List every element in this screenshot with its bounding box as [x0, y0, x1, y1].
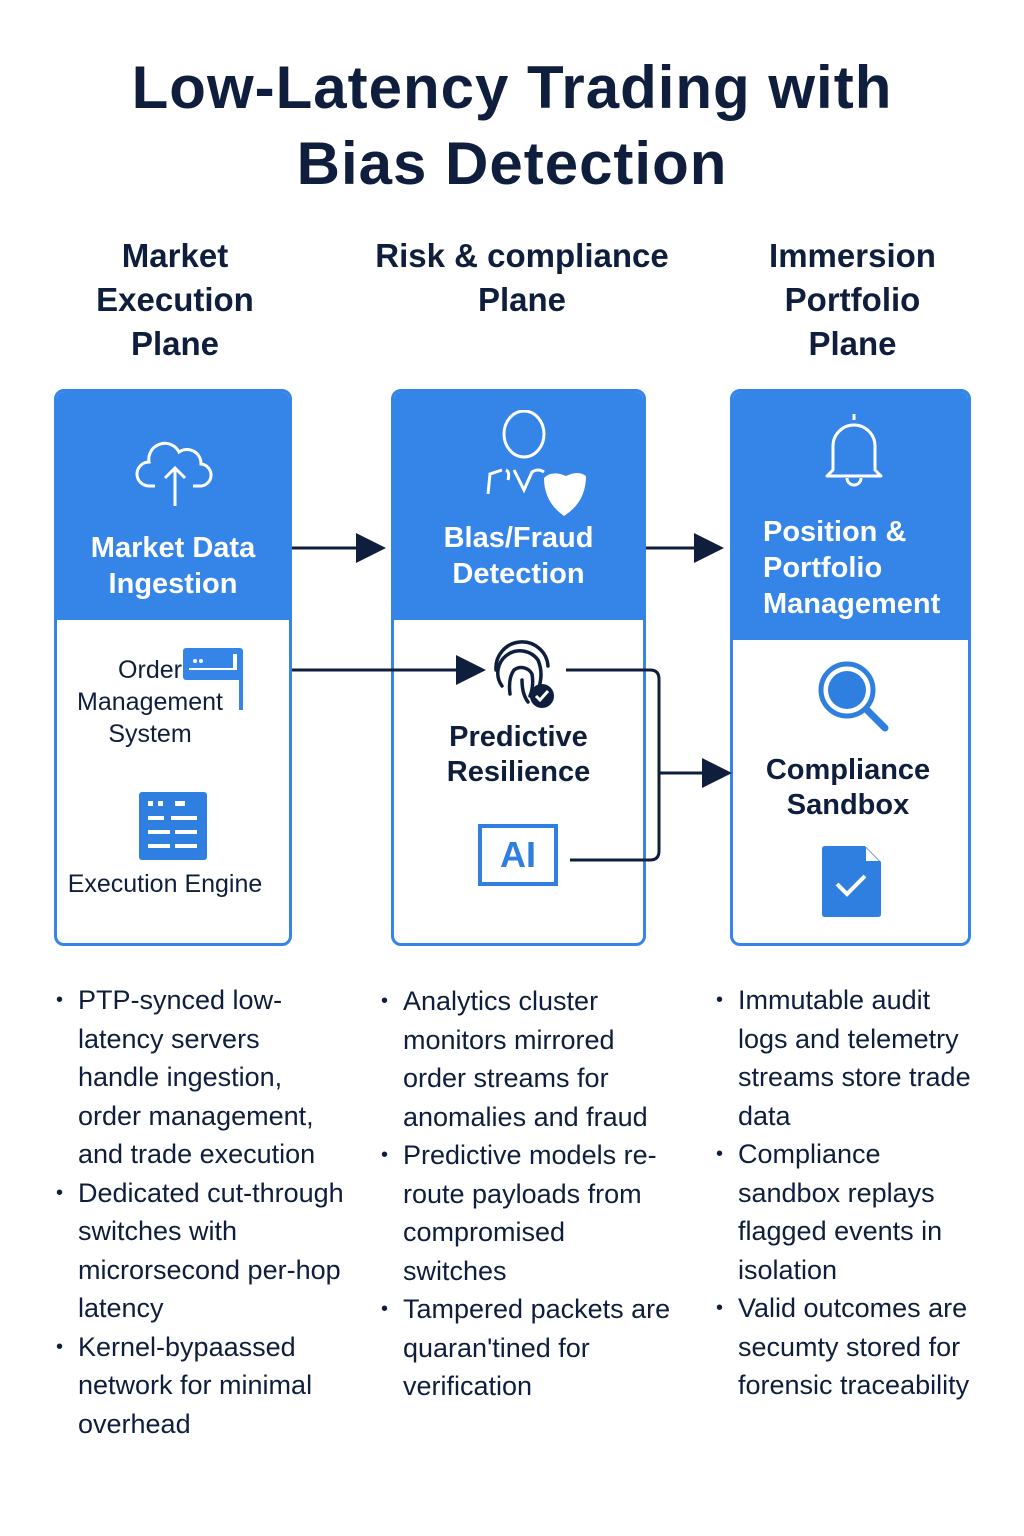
server-icon	[183, 648, 243, 710]
card-immersion-portfolio: Position & Portfolio Management Complian…	[730, 389, 971, 946]
bullet-item: PTP-synced low-latency servers handle in…	[56, 981, 348, 1174]
card-risk-compliance: Blas/Fraud Detection Predictive Resilien…	[391, 389, 646, 946]
compliance-sandbox-label: Compliance Sandbox	[765, 754, 931, 821]
connector-predictive-ai-loop	[566, 668, 661, 862]
bullet-item: Analytics cluster monitors mirrored orde…	[381, 982, 673, 1136]
bullet-list-immersion-portfolio: Immutable audit logs and telemetry strea…	[716, 981, 984, 1405]
card-market-execution: Market Data Ingestion Order Management S…	[54, 389, 292, 946]
page-title: Low-Latency Trading with Bias Detection	[0, 50, 1024, 202]
order-management-system-label: Order Management System	[77, 656, 223, 748]
connector-arrows	[292, 533, 732, 862]
list-app-icon	[139, 792, 207, 860]
column-heading-market-execution: Market Execution Plane	[96, 237, 254, 362]
title-line-2: Bias Detection	[296, 130, 728, 197]
bullet-item: Tampered packets are quaran'tined for ve…	[381, 1290, 673, 1406]
predictive-resilience-label: Predictive Resilience	[446, 721, 591, 788]
bullet-item: Valid outcomes are secumty stored for fo…	[716, 1289, 984, 1405]
bullet-list-risk-compliance: Analytics cluster monitors mirrored orde…	[381, 982, 673, 1406]
title-line-1: Low-Latency Trading with	[131, 54, 893, 121]
position-portfolio-management-label: Position & Portfolio Management	[763, 516, 941, 620]
bullet-item: Predictive models re-route payloads from…	[381, 1136, 673, 1290]
bell-icon	[825, 414, 883, 487]
ai-label: AI	[500, 834, 536, 875]
cloud-upload-icon	[135, 441, 213, 506]
bullet-item: Dedicated cut-through switches with micr…	[56, 1174, 348, 1328]
card-header-market-data-ingestion: Market Data Ingestion	[57, 392, 289, 620]
bias-fraud-detection-label: Blas/Fraud Detection	[443, 522, 594, 590]
magnifier-icon	[818, 661, 889, 732]
fingerprint-check-icon	[494, 640, 554, 708]
card-header-bias-fraud-detection: Blas/Fraud Detection	[394, 392, 643, 620]
column-heading-risk-compliance: Risk & compliance Plane	[375, 237, 669, 318]
execution-engine-label: Execution Engine	[67, 870, 263, 898]
ai-chip-icon: AI	[478, 824, 558, 886]
column-heading-immersion-portfolio: Immersion Portfolio Plane	[769, 237, 936, 362]
market-data-ingestion-label: Market Data Ingestion	[90, 532, 256, 600]
bullet-item: Immutable audit logs and telemetry strea…	[716, 981, 984, 1135]
bullet-item: Compliance sandbox replays flagged event…	[716, 1135, 984, 1289]
document-check-icon	[822, 846, 881, 917]
bullet-list-market-execution: PTP-synced low-latency servers handle in…	[56, 981, 348, 1443]
bullet-item: Kernel-bypaassed network for minimal ove…	[56, 1328, 348, 1444]
card-header-position-portfolio: Position & Portfolio Management	[733, 392, 968, 640]
user-shield-icon	[486, 410, 586, 516]
